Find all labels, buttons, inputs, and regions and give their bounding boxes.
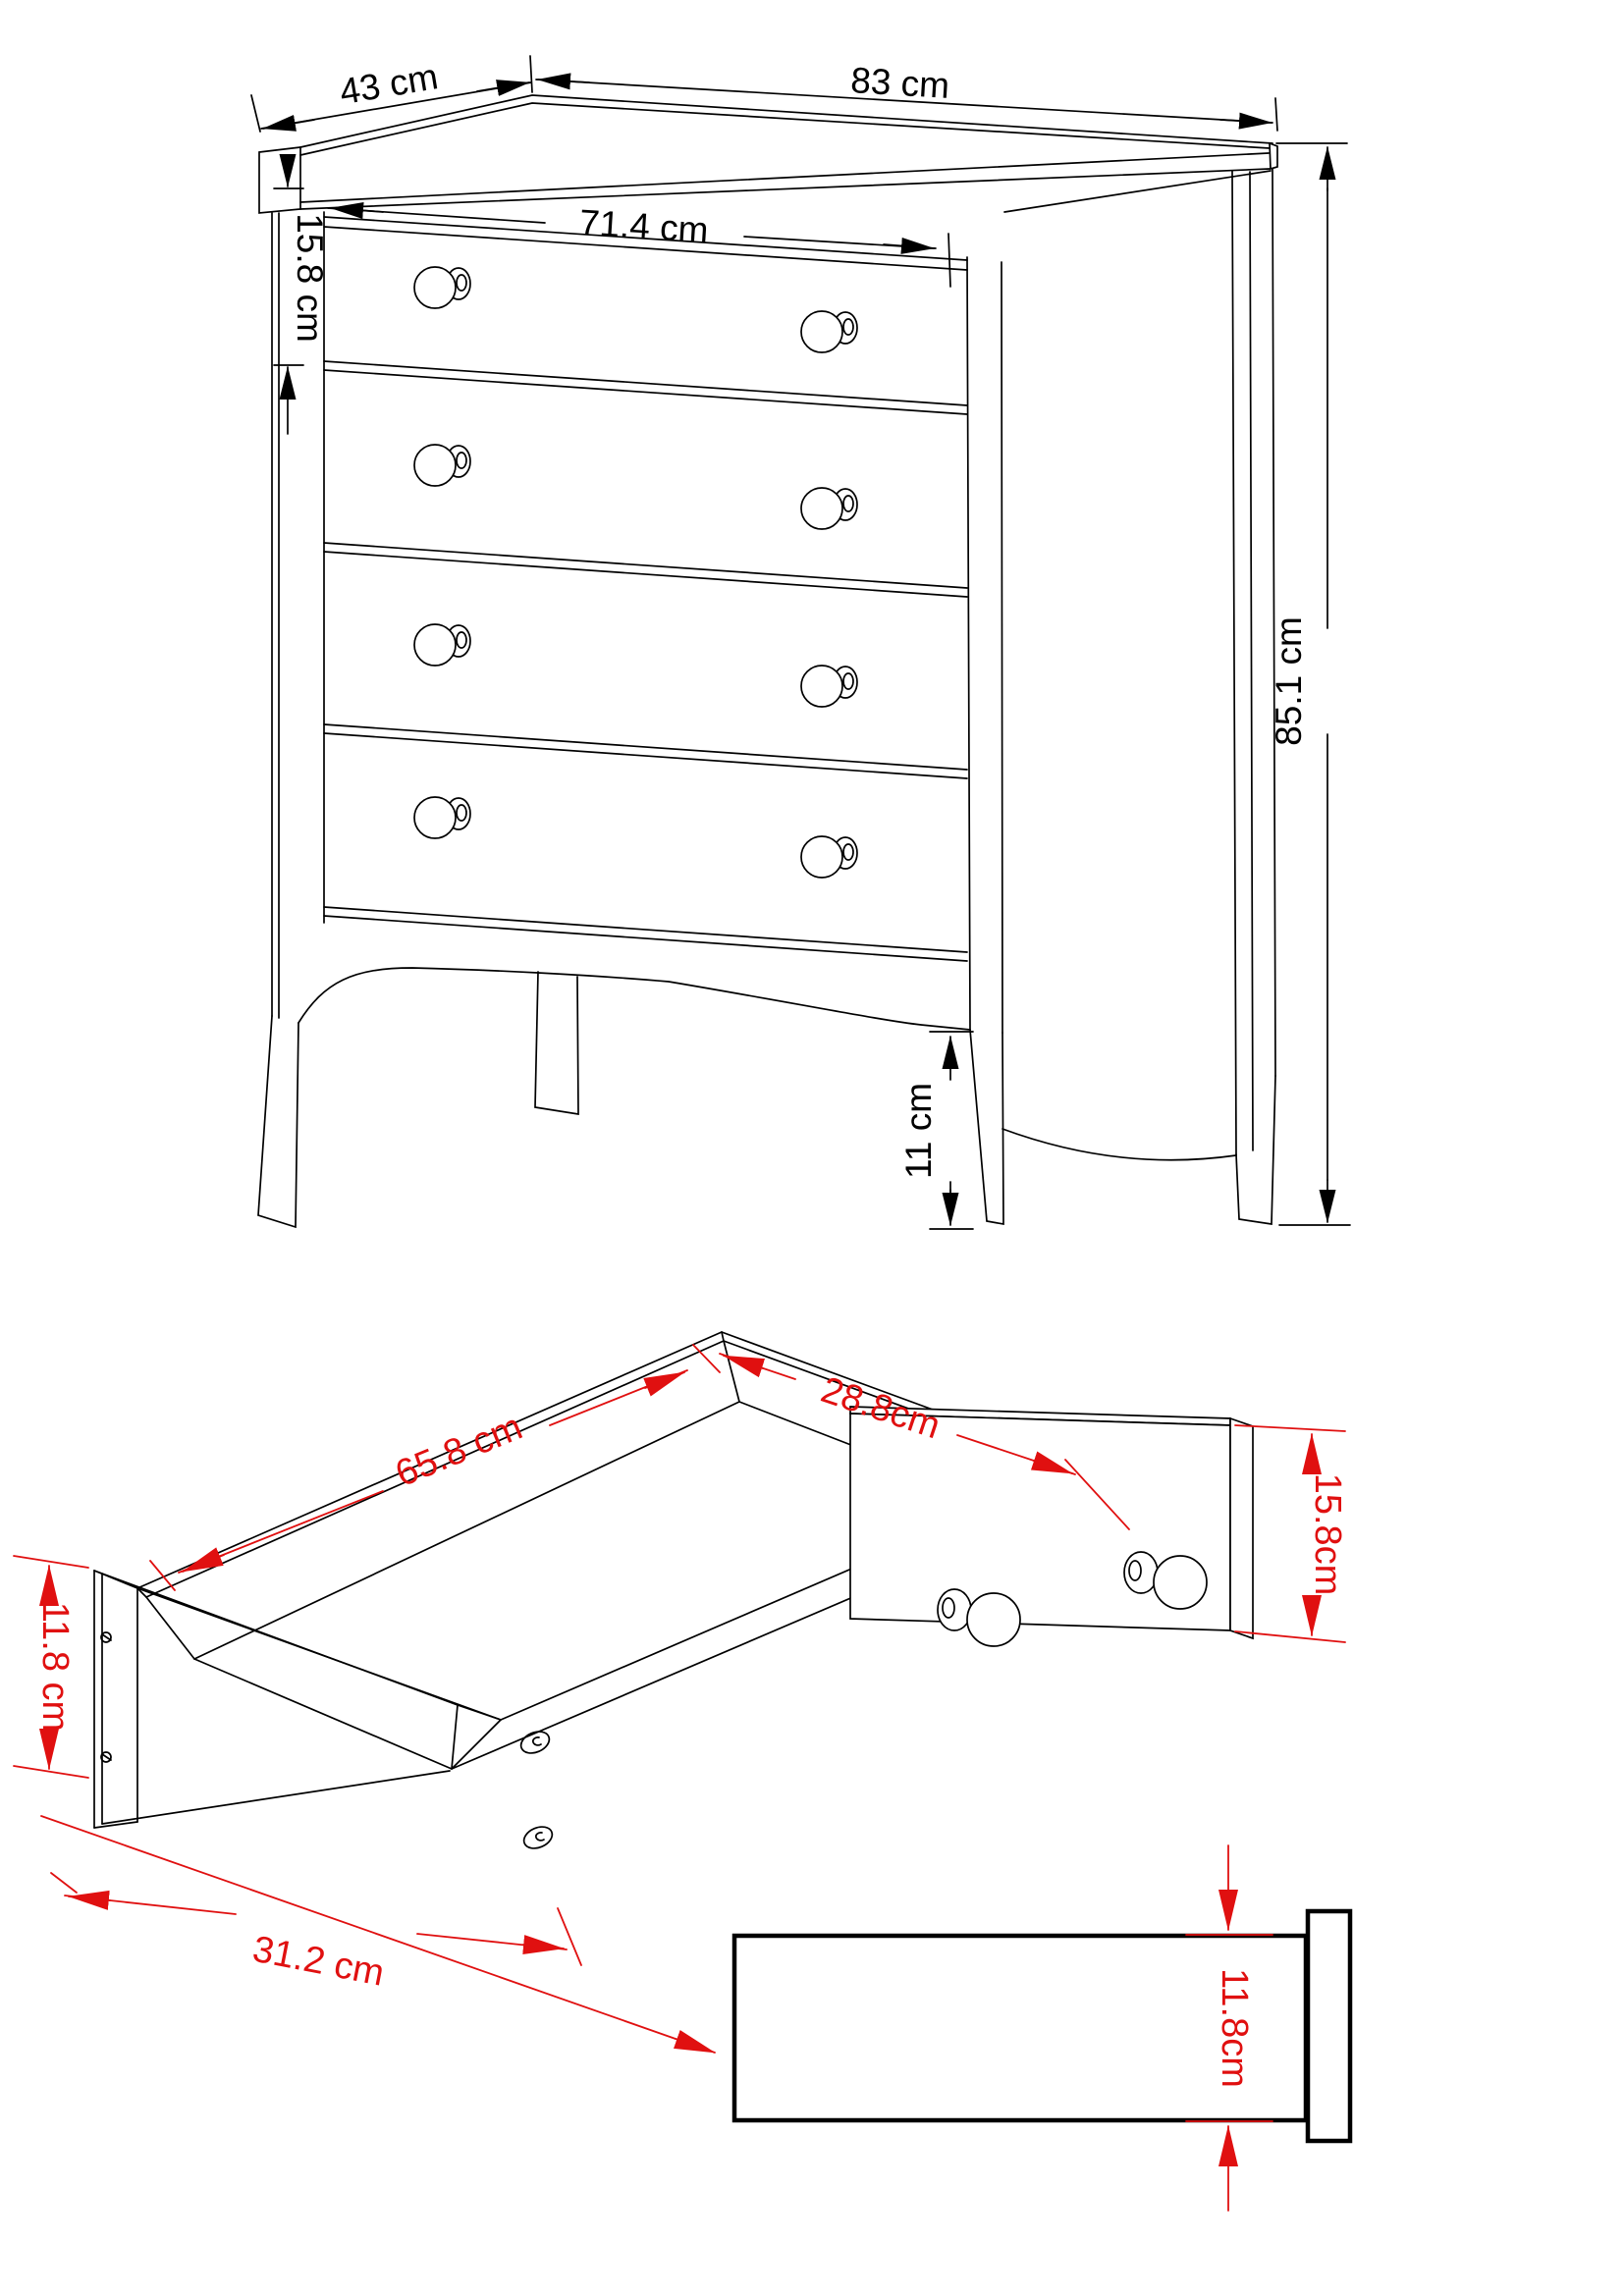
- knob: [800, 487, 858, 530]
- screw: [100, 1751, 112, 1763]
- knob: [413, 796, 471, 839]
- chest-drawers: [323, 216, 968, 962]
- knob: [937, 1588, 1021, 1647]
- chest-body: [271, 168, 1276, 1161]
- leader-line: [40, 1815, 677, 2040]
- chest-front-view: 43 cm 83 cm 71.4 cm 15.8 cm 85.1 cm: [250, 55, 1351, 1230]
- knob: [800, 310, 858, 353]
- dim-profile-side-height: 11.8cm: [1214, 1968, 1255, 2088]
- dim-box-side-height: 11.8 cm: [34, 1602, 76, 1732]
- knob-hole: [519, 1731, 551, 1754]
- dim-leg-clearance: 11 cm: [898, 1083, 939, 1179]
- drawer-side-profile-view: 11.8cm: [731, 1844, 1353, 2212]
- dim-top-drawer-height: 15.8 cm: [290, 213, 330, 343]
- knob-hole: [522, 1826, 554, 1849]
- dim-opening-width: 71.4 cm: [578, 202, 710, 250]
- drawer-side-panel-profile: [731, 1933, 1309, 2123]
- screw: [100, 1631, 112, 1643]
- profile-dimensions: 11.8cm: [1185, 1844, 1273, 2212]
- dim-outside-depth: 31.2 cm: [249, 1929, 388, 1995]
- drawer-front-panel: [849, 1406, 1254, 1647]
- knob: [800, 665, 858, 708]
- dim-top-depth: 43 cm: [337, 56, 441, 112]
- chest-knobs: [413, 266, 858, 879]
- dim-inside-width: 65.8 cm: [390, 1407, 528, 1496]
- drawer-front-panel-profile: [1305, 1908, 1353, 2144]
- knob: [1123, 1551, 1208, 1610]
- knob: [413, 623, 471, 667]
- chest-legs: [257, 971, 1276, 1229]
- knob: [413, 266, 471, 309]
- dim-top-width: 83 cm: [849, 60, 950, 106]
- chest-top-panel: [258, 94, 1278, 214]
- dim-overall-height: 85.1 cm: [1269, 616, 1309, 746]
- knob: [413, 444, 471, 487]
- dim-front-panel-height: 15.8cm: [1307, 1473, 1348, 1596]
- knob: [800, 835, 858, 879]
